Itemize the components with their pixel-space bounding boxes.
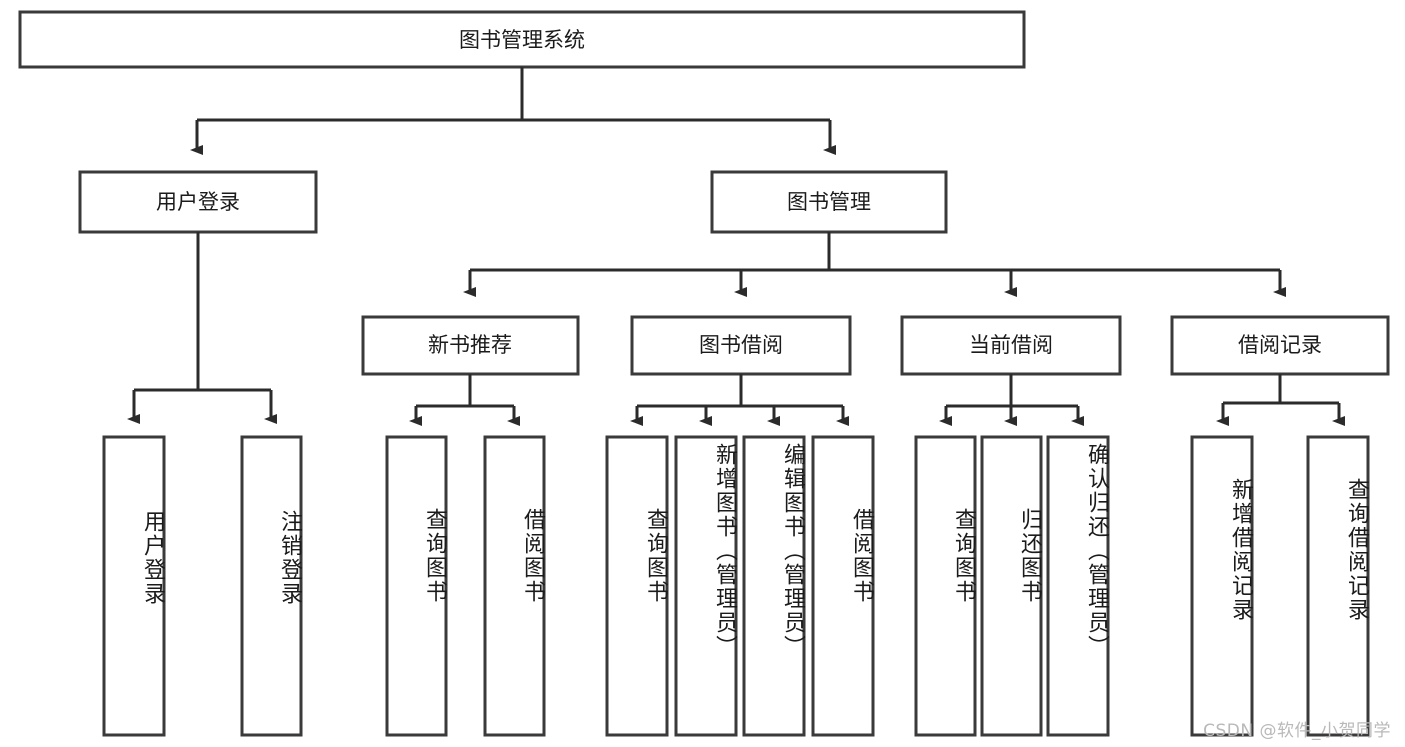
node-user-login-box <box>78 170 318 234</box>
node-root-label: 图书管理系统 <box>459 28 585 52</box>
leaf-query-book-1-box[interactable] <box>385 435 448 737</box>
leaf-user-logout-box[interactable] <box>240 435 303 737</box>
leaf-user-login-box[interactable] <box>102 435 166 737</box>
node-book-borrow-label: 图书借阅 <box>699 333 783 357</box>
connector-current-borrow-to-leaves <box>939 374 1084 426</box>
node-current-borrow-label: 当前借阅 <box>969 333 1053 357</box>
node-book-borrow[interactable]: 图书借阅 <box>630 315 852 376</box>
node-root-box <box>18 10 1026 69</box>
node-user-login[interactable]: 用户登录 <box>78 170 318 234</box>
node-new-book-rec-label: 新书推荐 <box>428 333 512 357</box>
connector-new-book-rec-to-leaves <box>409 374 520 426</box>
connector-root-to-level2 <box>190 67 836 155</box>
node-user-login-label: 用户登录 <box>156 190 240 214</box>
node-borrow-record[interactable]: 借阅记录 <box>1170 315 1390 376</box>
leaf-return-book-box[interactable] <box>980 435 1043 737</box>
leaf-confirm-return-box[interactable] <box>1046 435 1110 737</box>
connector-book-manage-to-level3 <box>463 232 1286 297</box>
node-new-book-rec[interactable]: 新书推荐 <box>361 315 580 376</box>
leaf-borrow-book-2-box[interactable] <box>811 435 875 737</box>
csdn-watermark: CSDN @软件_小贺同学 <box>1203 721 1391 741</box>
leaf-add-record-box[interactable] <box>1190 435 1254 737</box>
node-book-manage-label: 图书管理 <box>787 190 871 214</box>
connector-user-login-to-leaves <box>127 232 277 424</box>
node-borrow-record-label: 借阅记录 <box>1238 333 1322 357</box>
node-root[interactable]: 图书管理系统 <box>18 10 1026 69</box>
node-current-borrow-box <box>900 315 1122 376</box>
leaf-edit-book-box[interactable] <box>742 435 806 737</box>
node-book-manage[interactable]: 图书管理 <box>710 170 948 234</box>
leaf-add-book-box[interactable] <box>674 435 738 737</box>
node-new-book-rec-box <box>361 315 580 376</box>
leaf-query-book-2-box[interactable] <box>605 435 669 737</box>
connector-borrow-record-to-leaves <box>1216 374 1345 426</box>
leaf-boxes <box>102 435 1370 737</box>
node-current-borrow[interactable]: 当前借阅 <box>900 315 1122 376</box>
connector-book-borrow-to-leaves <box>630 374 849 426</box>
leaf-borrow-book-1-box[interactable] <box>483 435 546 737</box>
leaf-query-book-3-box[interactable] <box>914 435 977 737</box>
leaf-query-record-box[interactable] <box>1306 435 1370 737</box>
